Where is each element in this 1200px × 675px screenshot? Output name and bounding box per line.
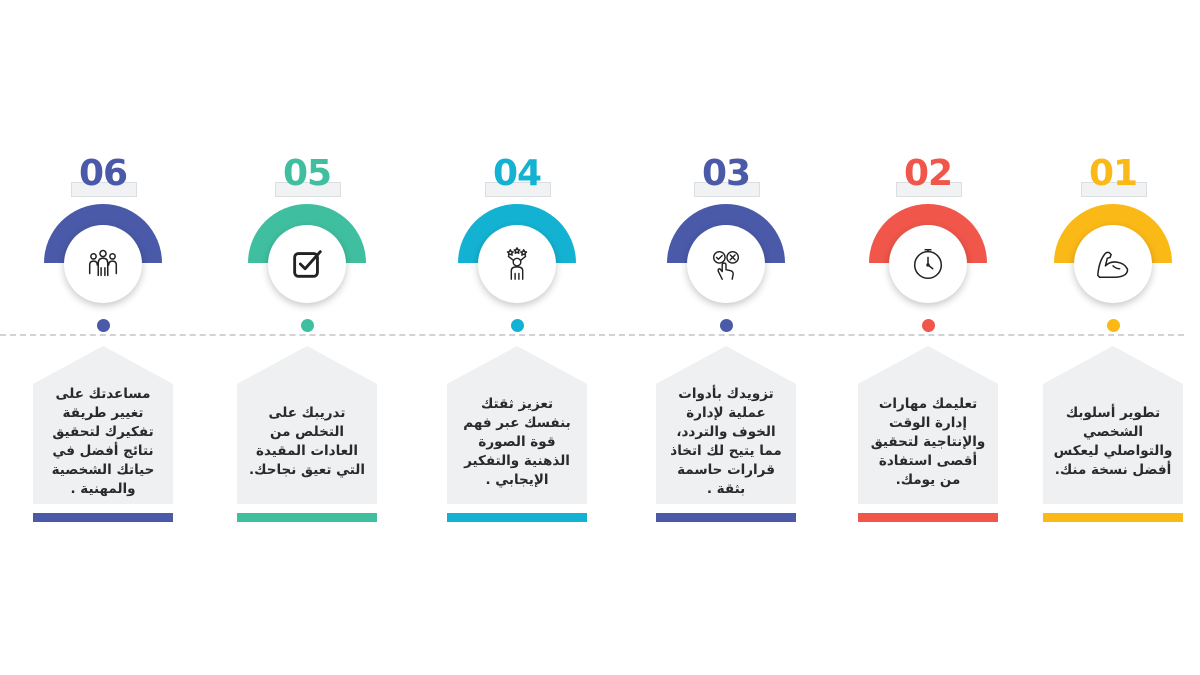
timeline-dot	[97, 319, 110, 332]
step-color-bar	[1043, 513, 1183, 522]
step-card: تطوير أسلوبك الشخصي والتواصلي ليعكس أفضل…	[1043, 346, 1183, 504]
checkbox-icon	[293, 250, 322, 278]
step-number: 01	[1088, 153, 1138, 194]
number-plate	[694, 182, 760, 197]
timeline-dot	[511, 319, 524, 332]
step-card: مساعدتك على تغيير طريقة تفكيرك لتحقيق نت…	[33, 346, 173, 504]
group-people-icon	[88, 249, 118, 277]
icon-badge	[478, 225, 556, 303]
step-card: تعزيز ثقتك بنفسك عبر فهم قوة الصورة الذه…	[447, 346, 587, 504]
timeline-dot	[1107, 319, 1120, 332]
step-description: تطوير أسلوبك الشخصي والتواصلي ليعكس أفضل…	[1053, 405, 1173, 478]
clock-icon	[913, 248, 943, 280]
timeline-dot	[720, 319, 733, 332]
timeline-dot	[922, 319, 935, 332]
step-number: 06	[78, 153, 128, 194]
step-color-bar	[237, 513, 377, 522]
step-card: تدريبك على التخلص من العادات المقيدة الت…	[237, 346, 377, 504]
step-description: تعزيز ثقتك بنفسك عبر فهم قوة الصورة الذه…	[463, 395, 571, 488]
flexed-arm-icon	[1097, 251, 1129, 279]
step-number: 03	[701, 153, 751, 194]
step-description: تعليمك مهارات إدارة الوقت والإنتاجية لتح…	[870, 395, 986, 488]
icon-badge	[64, 225, 142, 303]
icon-badge	[268, 225, 346, 303]
number-plate	[1081, 182, 1147, 197]
number-plate	[275, 182, 341, 197]
step-color-bar	[447, 513, 587, 522]
timeline-dot	[301, 319, 314, 332]
number-plate	[71, 182, 137, 197]
step-description: تزويدك بأدوات عملية لإدارة الخوف والتردد…	[670, 386, 782, 497]
step-card: تزويدك بأدوات عملية لإدارة الخوف والتردد…	[656, 346, 796, 504]
step-color-bar	[33, 513, 173, 522]
confident-person-stars-icon	[506, 247, 528, 280]
step-number: 04	[492, 153, 542, 194]
icon-badge	[889, 225, 967, 303]
step-number: 02	[903, 153, 953, 194]
decision-check-cross-icon	[712, 250, 740, 280]
step-color-bar	[858, 513, 998, 522]
icon-badge	[687, 225, 765, 303]
timeline-line	[0, 334, 1184, 336]
number-plate	[485, 182, 551, 197]
step-color-bar	[656, 513, 796, 522]
step-card: تعليمك مهارات إدارة الوقت والإنتاجية لتح…	[858, 346, 998, 504]
number-plate	[896, 182, 962, 197]
icon-badge	[1074, 225, 1152, 303]
step-number: 05	[282, 153, 332, 194]
step-description: تدريبك على التخلص من العادات المقيدة الت…	[249, 405, 365, 478]
step-description: مساعدتك على تغيير طريقة تفكيرك لتحقيق نت…	[51, 386, 155, 497]
